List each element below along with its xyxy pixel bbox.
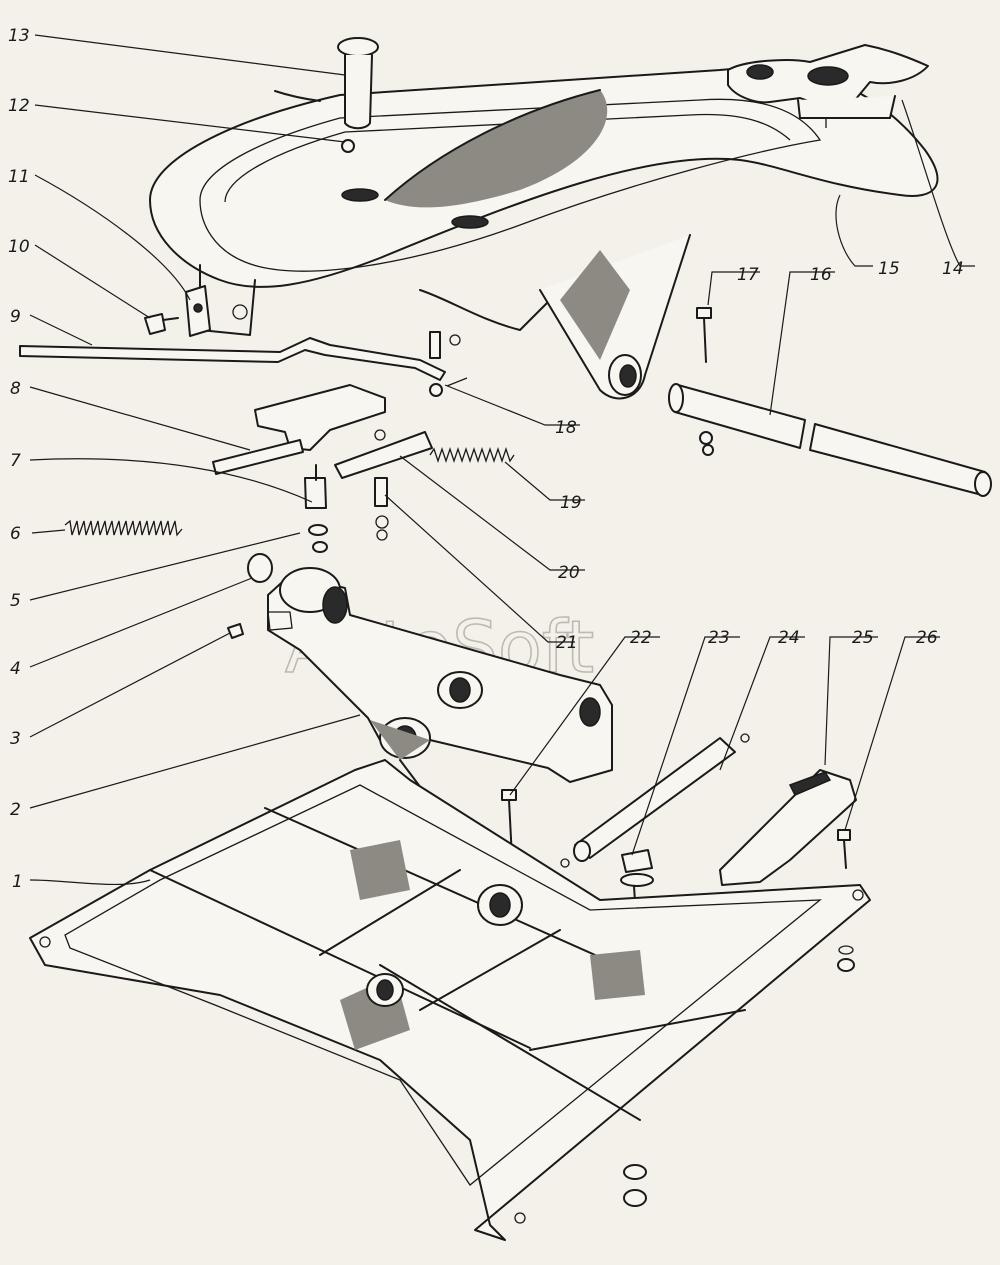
- slide-lock-part-8: [212, 384, 386, 475]
- callout-21: 21: [556, 633, 578, 653]
- ring-part-4: [247, 553, 273, 583]
- callout-25: 25: [852, 628, 874, 648]
- callout-2: 2: [10, 800, 21, 820]
- wedge-part-25: [719, 769, 857, 886]
- callout-12: 12: [8, 96, 30, 116]
- king-pin-part-13: [274, 37, 379, 130]
- spring-part-6: [64, 519, 183, 537]
- callout-5: 5: [10, 591, 21, 611]
- callout-14: 14: [942, 259, 964, 279]
- callout-3: 3: [10, 729, 21, 749]
- callout-1: 1: [12, 872, 23, 892]
- callout-6: 6: [10, 524, 21, 544]
- callout-17: 17: [737, 265, 759, 285]
- leader-lines: [29, 34, 975, 886]
- callout-13: 13: [8, 26, 30, 46]
- grease-fitting-part-12: [341, 139, 355, 153]
- bolt-part-17: [696, 307, 712, 363]
- plunger-part-7: [304, 464, 327, 509]
- callout-20: 20: [558, 563, 580, 583]
- bolt-part-23: [620, 849, 654, 919]
- pin-part-18: [429, 331, 468, 397]
- callout-16: 16: [810, 265, 832, 285]
- callout-19: 19: [560, 493, 582, 513]
- callout-24: 24: [778, 628, 800, 648]
- grease-nipple-part-3: [227, 623, 244, 639]
- bolt-part-10: [144, 313, 179, 335]
- callout-8: 8: [10, 379, 21, 399]
- bolt-part-26: [837, 829, 855, 972]
- saddle-bracket-part-2: [267, 567, 613, 821]
- callout-4: 4: [10, 659, 21, 679]
- callout-18: 18: [555, 418, 577, 438]
- callout-26: 26: [916, 628, 938, 648]
- lock-jaws-part-14: [727, 44, 929, 128]
- lever-rod-part-9: [19, 337, 446, 381]
- rod-part-24: [560, 733, 750, 868]
- callout-11: 11: [8, 167, 30, 187]
- callout-9: 9: [10, 307, 21, 327]
- spring-part-19: [429, 446, 515, 464]
- wedge-plate-part-20: [334, 429, 433, 479]
- callout-10: 10: [8, 237, 30, 257]
- callout-22: 22: [630, 628, 652, 648]
- base-frame-part-1: [29, 759, 871, 1241]
- callout-15: 15: [878, 259, 900, 279]
- callout-7: 7: [10, 451, 21, 471]
- bracket-part-11: [185, 285, 211, 337]
- callout-labels: 13 12 11 10 9 8 7 6 5 4 3 2 1 15 14 17 1…: [8, 26, 964, 892]
- pivot-pin-part-16: [668, 383, 992, 497]
- bolt-part-21: [374, 477, 389, 541]
- callout-23: 23: [708, 628, 730, 648]
- washer-part-5: [308, 524, 328, 553]
